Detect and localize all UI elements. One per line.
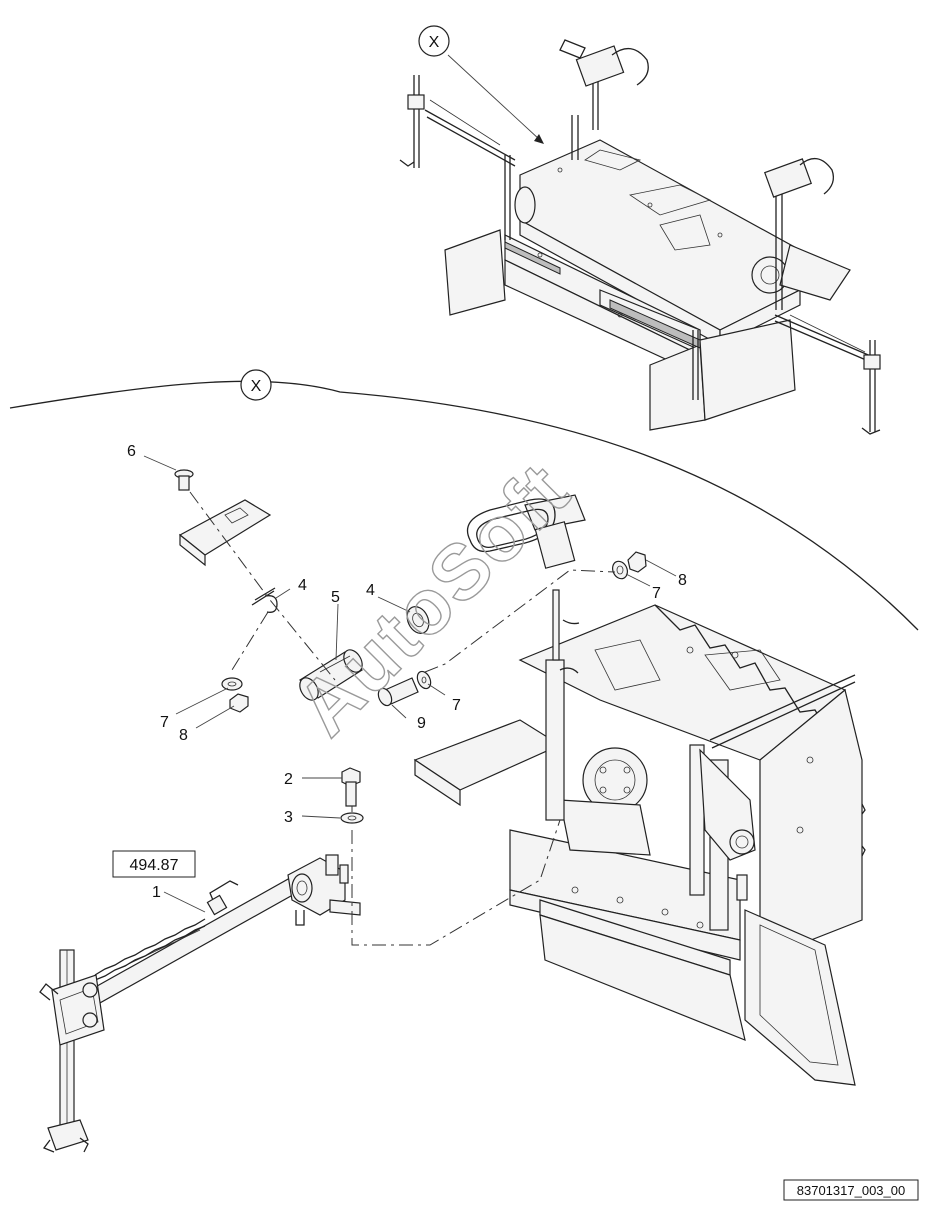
part-5-sleeve (299, 649, 363, 701)
detail-marker-top-label: X (429, 34, 440, 51)
part-6-screw (174, 469, 194, 491)
detail-arrow (447, 54, 541, 141)
callout-7-top: 7 (652, 585, 661, 602)
leader-lines (143, 455, 677, 913)
callout-4-left: 4 (298, 577, 307, 594)
detail-marker-top: X (418, 25, 450, 57)
callout-8-left: 8 (179, 727, 188, 744)
detail-marker: X (240, 369, 272, 401)
callout-1: 1 (152, 884, 161, 901)
overview-screed-assembly (399, 39, 881, 435)
drawing-number-box: 83701317_003_00 (783, 1179, 919, 1201)
watermark-text: AutoSoft (280, 446, 586, 752)
reference-box-label: 494.87 (130, 857, 179, 874)
part-7-washer-top (612, 560, 628, 580)
drawing-number: 83701317_003_00 (797, 1183, 905, 1198)
callout-2: 2 (284, 771, 293, 788)
callout-5: 5 (331, 589, 340, 606)
callout-9: 9 (417, 715, 426, 732)
cover-plate (178, 499, 272, 567)
part-4-plate-right (406, 606, 430, 634)
part-8-nut-left (229, 693, 249, 713)
reference-box: 494.87 (112, 850, 196, 878)
part-4-clip-left (251, 587, 278, 613)
callout-6: 6 (127, 443, 136, 460)
detail-boundary-curve (9, 380, 919, 631)
part-8-nut-top (627, 551, 647, 573)
callout-8-top: 8 (678, 572, 687, 589)
detail-marker-label: X (251, 378, 262, 395)
callout-4-right: 4 (366, 582, 375, 599)
assembly-lines (189, 491, 616, 946)
detail-arrowhead (534, 134, 544, 144)
callout-7-left: 7 (160, 714, 169, 731)
part-1-extension-arm (39, 854, 361, 1153)
part-9-bolt (377, 677, 419, 707)
part-2-bolt (341, 767, 361, 807)
callouts: 6 4 5 4 7 9 7 8 7 8 2 3 1 (127, 443, 687, 901)
callout-3: 3 (284, 809, 293, 826)
callout-7-mid: 7 (452, 697, 461, 714)
part-7-washer-left (221, 677, 243, 691)
part-7-washer-mid (416, 670, 432, 690)
detail-screed-closeup (413, 494, 866, 1086)
part-3-washer (340, 812, 364, 824)
